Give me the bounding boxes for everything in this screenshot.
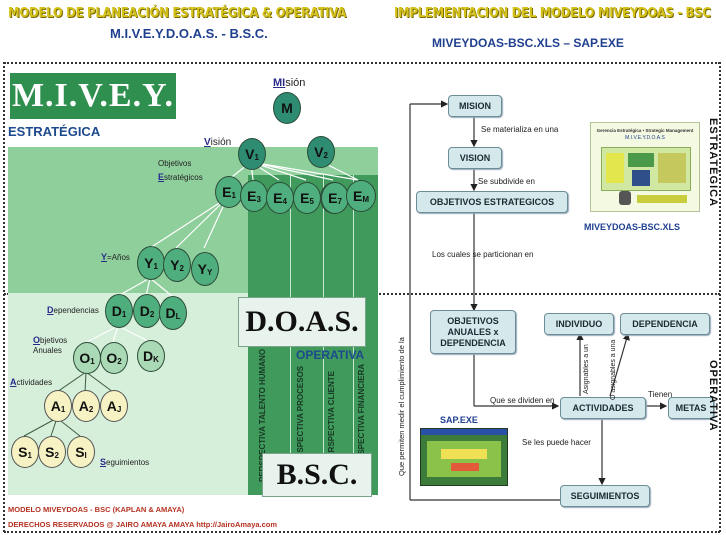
flow-objetivos-anuales: OBJETIVOS ANUALES x DEPENDENCIA — [430, 310, 516, 354]
anios-label: Y=Años — [101, 252, 130, 262]
footer-rights: DERECHOS RESERVADOS @ JAIRO AMAYA AMAYA … — [8, 520, 278, 529]
flow-mision: MISION — [448, 95, 502, 117]
objetivos-anuales-label: Objetivos Anuales — [33, 335, 68, 355]
left-title: MODELO DE PLANEACIÓN ESTRATÉGICA & OPERA… — [8, 6, 346, 21]
flow-metas: METAS — [668, 397, 714, 419]
mision-label: MIsión — [273, 77, 306, 89]
flow-seguimientos: SEGUIMIENTOS — [560, 485, 650, 507]
bsc-box: B.S.C. — [262, 453, 372, 497]
mivey-box: M.I.V.E.Y. — [10, 73, 176, 119]
thumb-title: Gerencia Estratégica • Strategic Managem… — [596, 128, 694, 133]
node-e7-letter: E — [328, 190, 338, 206]
dependencias-label: Dependencias — [47, 305, 99, 315]
seguimientos-label: Seguimientos — [100, 457, 150, 467]
edge-label-dividen: Que se dividen en — [490, 396, 555, 405]
thumb-chart — [601, 147, 691, 191]
edge-label-permiten: Que permiten medir el cumplimiento de la — [397, 337, 406, 476]
top-dotted-line — [4, 62, 720, 64]
objetivos-label: Objetivos — [158, 159, 192, 168]
vision-label: Visión — [204, 137, 232, 148]
node-m: M — [273, 92, 301, 124]
miveydoas-xls-thumbnail: Gerencia Estratégica • Strategic Managem… — [590, 122, 700, 212]
edge-label-puede: Se les puede hacer — [522, 438, 591, 447]
sap-exe-thumbnail — [420, 428, 508, 486]
right-title: IMPLEMENTACION DEL MODELO MIVEYDOAS - BS… — [394, 6, 711, 21]
sap-exe-label: SAP.EXE — [440, 415, 478, 425]
edge-label-tienen: Tienen — [648, 390, 673, 399]
thumb-person — [619, 191, 631, 205]
miveydoas-xls-label: MIVEYDOAS-BSC.XLS — [584, 222, 681, 232]
flow-vision: VISION — [448, 147, 502, 169]
footer-model: MODELO MIVEYDOAS - BSC (KAPLAN & AMAYA) — [8, 505, 185, 514]
left-subtitle: M.I.V.E.Y.D.O.A.S. - B.S.C. — [110, 26, 268, 41]
actividades-label: Actividades — [10, 377, 53, 387]
side-label-estrategica: ESTRATÉGICA — [707, 118, 719, 208]
thumb-subtitle: M.I.V.E.Y.D.O.A.S — [625, 135, 665, 141]
operativa-label: OPERATIVA — [296, 348, 365, 362]
thumb-strip — [637, 195, 687, 203]
edge-label-particionan: Los cuales se particionan en — [432, 250, 534, 259]
edge-label-asignables-una: O asignables a una — [610, 339, 617, 400]
estrategicos-label: Estratégicos — [158, 172, 203, 182]
flow-dependencia: DEPENDENCIA — [620, 313, 710, 335]
edge-label-asignables-un: Asignables a un — [583, 344, 590, 394]
flow-individuo: INDIVIDUO — [544, 313, 614, 335]
edge-label-subdivide: Se subdivide en — [478, 177, 535, 186]
bottom-dotted-line — [4, 531, 720, 533]
side-label-operativa: OPERATIVA — [707, 360, 719, 432]
estrategica-label: ESTRATÉGICA — [8, 124, 101, 139]
right-dotted-line — [719, 62, 721, 532]
flow-actividades: ACTIVIDADES — [560, 397, 646, 419]
doas-box: D.O.A.S. — [238, 297, 366, 347]
left-dotted-line — [3, 62, 5, 532]
right-subtitle: MIVEYDOAS-BSC.XLS – SAP.EXE — [432, 36, 624, 50]
flow-objetivos-estrategicos: OBJETIVOS ESTRATEGICOS — [416, 191, 568, 213]
edge-label-materializa: Se materializa en una — [481, 125, 559, 134]
node-e7-sub: 7 — [337, 196, 342, 206]
